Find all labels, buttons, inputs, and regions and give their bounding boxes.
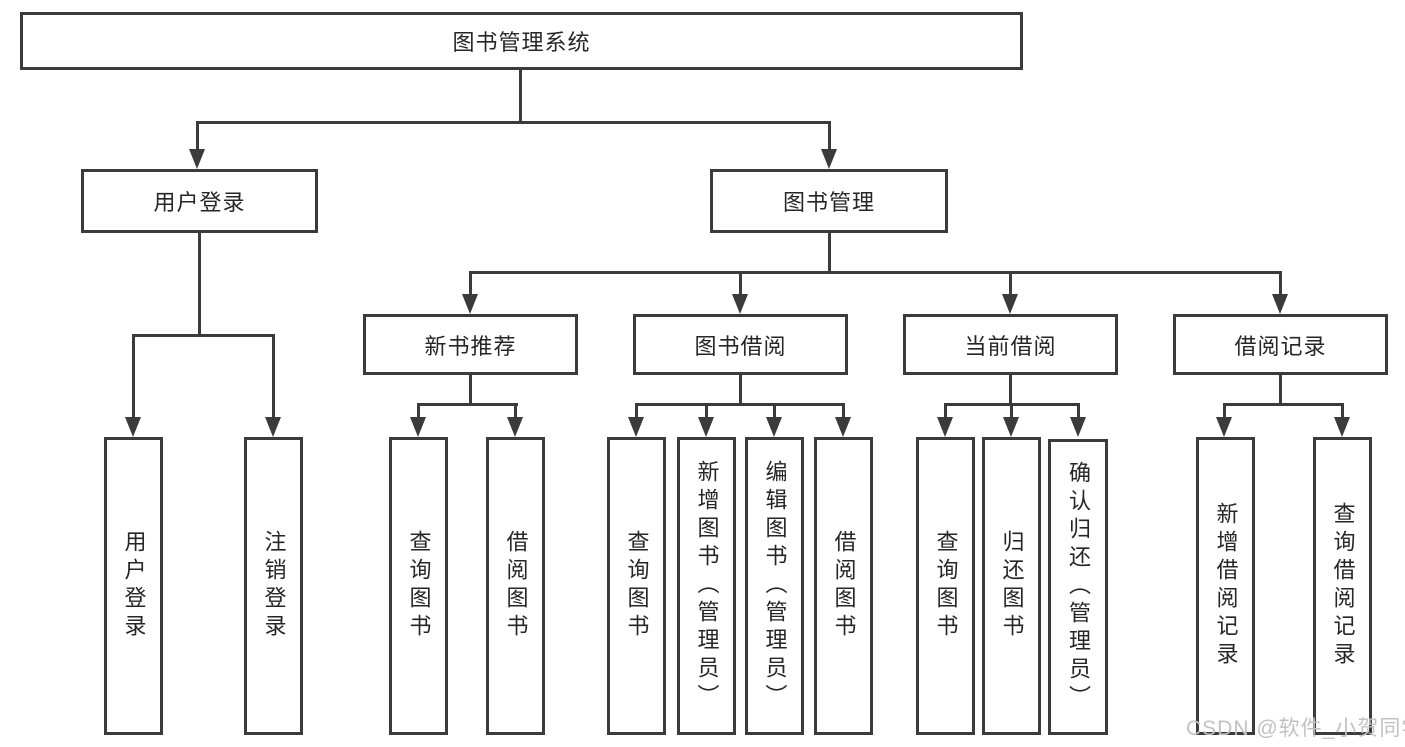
connector-drop-leaf-logout: [272, 334, 275, 419]
node-user-login: 用户登录: [81, 169, 318, 233]
connector-new-book-stem: [469, 375, 472, 406]
arrowhead-book-borrow: [732, 294, 748, 314]
arrowhead: [835, 417, 851, 437]
leaf-borrowing-add-books-admin: 新增图书（管理员）: [677, 437, 736, 735]
leaf-record-query-borrow-record: 查询借阅记录: [1313, 437, 1372, 735]
connector-book-borrow-stem: [739, 375, 742, 406]
connector-drop-leaf-login: [132, 334, 135, 419]
connector-drop-new-book: [469, 271, 472, 296]
connector-borrow-record-stem: [1279, 375, 1282, 406]
connector-drop: [773, 403, 776, 419]
leaf-label: 借阅图书: [503, 530, 529, 642]
connector-level2-branch: [197, 121, 831, 124]
arrowhead-leaf-logout: [265, 417, 281, 437]
node-label: 用户登录: [153, 190, 246, 215]
connector-drop: [944, 403, 947, 419]
leaf-recommend-query-books: 查询图书: [389, 437, 448, 735]
connector-borrow-record-branch: [1224, 403, 1343, 406]
leaf-label: 用户登录: [121, 530, 147, 642]
arrowhead: [1334, 417, 1350, 437]
leaf-logout: 注销登录: [244, 437, 303, 735]
leaf-record-add-borrow-record: 新增借阅记录: [1196, 437, 1255, 735]
arrowhead: [1003, 417, 1019, 437]
leaf-label: 编辑图书（管理员）: [762, 460, 788, 712]
leaf-user-login: 用户登录: [104, 437, 163, 735]
leaf-borrowing-borrow-books: 借阅图书: [814, 437, 873, 735]
connector-drop: [1010, 403, 1013, 419]
arrowhead: [766, 417, 782, 437]
leaf-current-query-books: 查询图书: [916, 437, 975, 735]
arrowhead: [628, 417, 644, 437]
connector-user-login-branch: [132, 334, 275, 337]
arrowhead-book-management: [821, 149, 837, 169]
connector-drop: [842, 403, 845, 419]
node-new-book-recommend: 新书推荐: [363, 314, 578, 375]
arrowhead: [937, 417, 953, 437]
node-label: 图书借阅: [694, 333, 787, 359]
leaf-recommend-borrow-books: 借阅图书: [486, 437, 545, 735]
connector-drop: [635, 403, 638, 419]
connector-drop-book-management: [828, 121, 831, 151]
node-label: 借阅记录: [1234, 333, 1327, 359]
leaf-label: 新增借阅记录: [1213, 502, 1239, 670]
node-book-borrowing: 图书借阅: [633, 314, 848, 375]
connector-drop-book-borrow: [739, 271, 742, 296]
arrowhead: [507, 417, 523, 437]
leaf-label: 借阅图书: [831, 530, 857, 642]
connector-drop: [417, 403, 420, 419]
node-label: 当前借阅: [964, 333, 1057, 359]
leaf-label: 查询图书: [933, 530, 959, 642]
connector-drop: [1223, 403, 1226, 419]
leaf-label: 归还图书: [999, 530, 1025, 642]
connector-user-login-stem: [198, 233, 201, 336]
node-library-management-system: 图书管理系统: [20, 12, 1023, 70]
connector-current-borrow-stem: [1009, 375, 1012, 406]
connector-drop: [514, 403, 517, 419]
arrowhead: [410, 417, 426, 437]
node-label: 新书推荐: [424, 333, 517, 359]
arrowhead: [1070, 417, 1086, 437]
node-label: 图书管理: [782, 190, 875, 215]
leaf-label: 确认归还（管理员）: [1066, 461, 1091, 713]
node-borrowing-records: 借阅记录: [1173, 314, 1388, 375]
node-label: 图书管理系统: [452, 30, 591, 55]
csdn-watermark: CSDN @软件_小贺同学: [1186, 717, 1405, 740]
leaf-borrowing-edit-books-admin: 编辑图书（管理员）: [745, 437, 804, 735]
arrowhead-current-borrow: [1002, 294, 1018, 314]
connector-drop: [1077, 403, 1080, 419]
leaf-label: 新增图书（管理员）: [694, 460, 720, 712]
arrowhead-borrow-record: [1272, 294, 1288, 314]
node-current-borrowing: 当前借阅: [903, 314, 1118, 375]
connector-book-borrow-branch: [636, 403, 845, 406]
arrowhead: [698, 417, 714, 437]
arrowhead: [1216, 417, 1232, 437]
leaf-borrowing-query-books: 查询图书: [607, 437, 666, 735]
leaf-label: 查询借阅记录: [1330, 502, 1356, 670]
connector-book-management-stem: [828, 233, 831, 274]
arrowhead-user-login: [189, 149, 205, 169]
leaf-label: 注销登录: [261, 530, 287, 642]
connector-new-book-branch: [418, 403, 518, 406]
connector-drop-borrow-record: [1279, 271, 1282, 296]
connector-drop: [705, 403, 708, 419]
connector-root-stem: [519, 70, 522, 123]
leaf-label: 查询图书: [624, 530, 650, 642]
arrowhead-leaf-login: [125, 417, 141, 437]
connector-drop-user-login: [196, 121, 199, 151]
connector-drop-current-borrow: [1009, 271, 1012, 296]
connector-level3-branch: [469, 271, 1282, 274]
arrowhead-new-book: [462, 294, 478, 314]
node-book-management: 图书管理: [710, 169, 948, 233]
connector-drop: [1341, 403, 1344, 419]
leaf-label: 查询图书: [406, 530, 432, 642]
leaf-current-confirm-return-admin: 确认归还（管理员）: [1048, 439, 1108, 735]
leaf-current-return-books: 归还图书: [982, 437, 1041, 735]
